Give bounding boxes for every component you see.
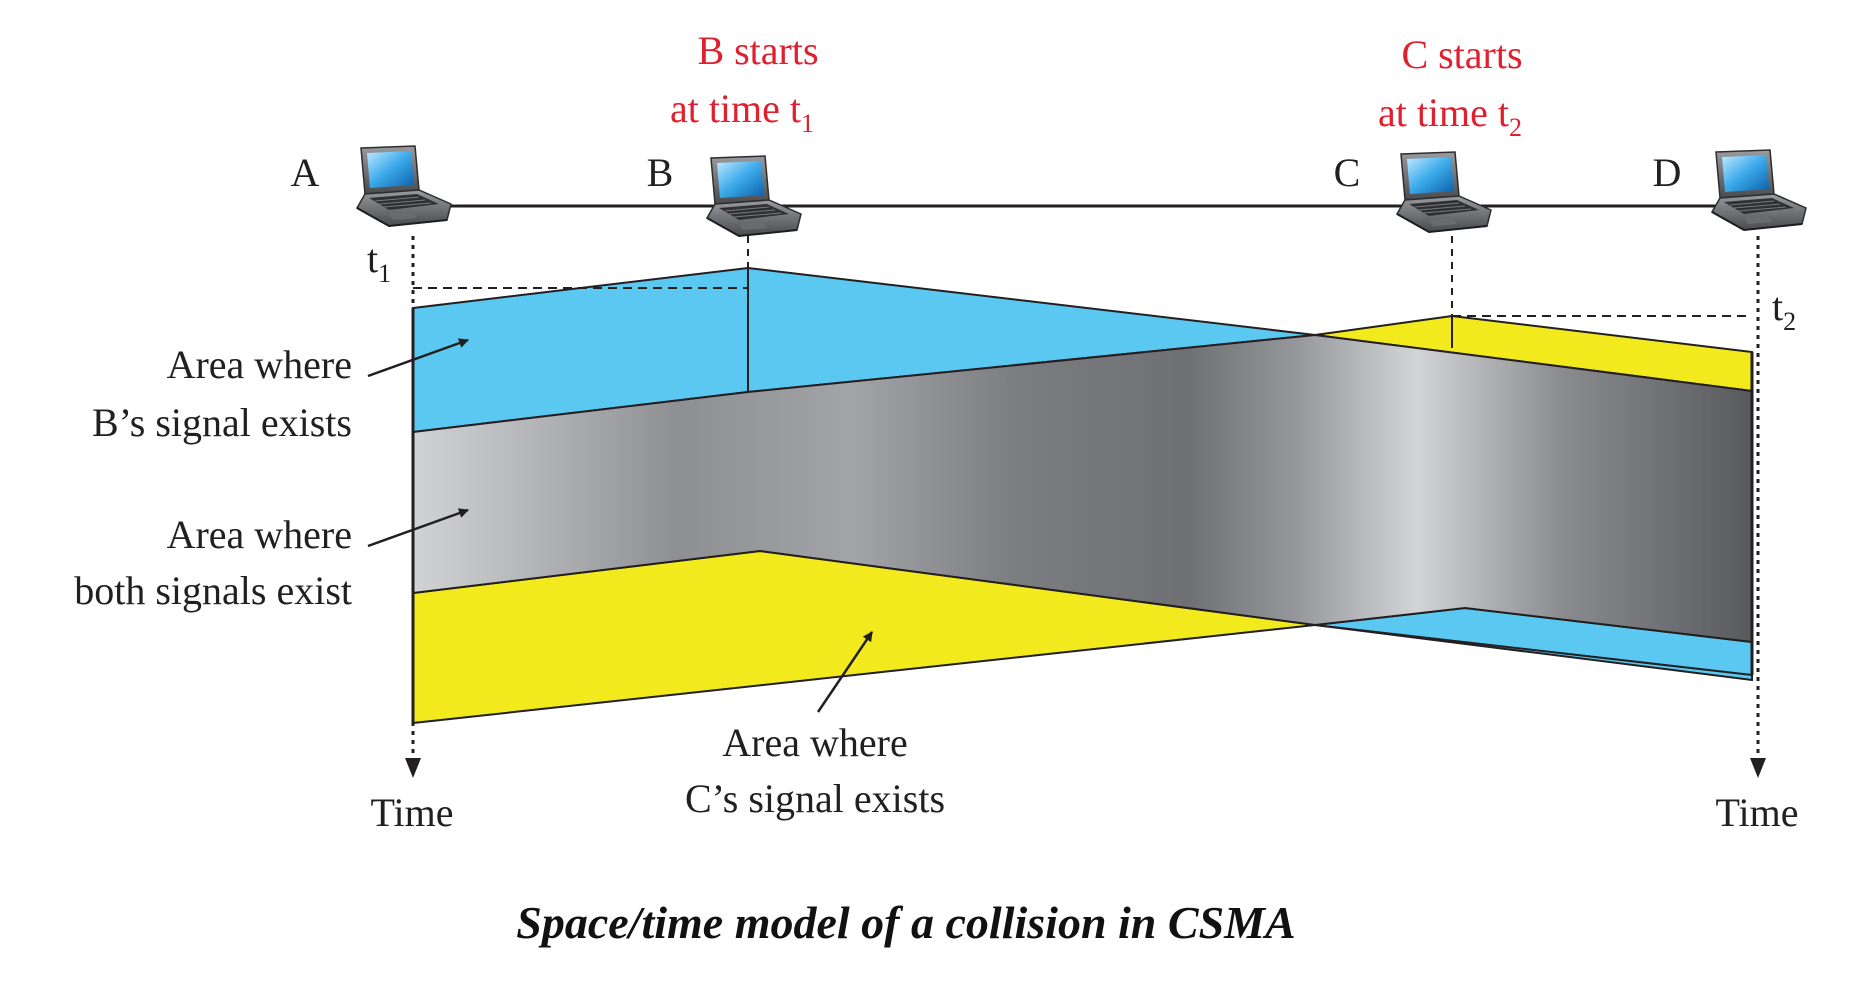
c-start-label-line2: at time t2 [1378,90,1522,142]
t1-marker: t1 [367,236,391,288]
c-start-label-line1: C starts [1401,32,1522,77]
time-axis-left-arrow [405,758,421,778]
laptop-icon [706,155,802,237]
b-signal-area-label-line1: Area where [167,342,352,387]
b-start-label-sub: 1 [801,109,814,138]
t2-marker: t2 [1772,284,1796,336]
b-start-label-line2: at time t1 [670,86,814,138]
b-signal-area-label-line2: B’s signal exists [92,400,352,445]
laptop-icon [356,145,452,227]
time-label-right: Time [1715,790,1798,835]
laptop-icon [1396,151,1492,233]
b-signal-pointer-arrow [367,338,469,378]
c-signal-area-label-line2: C’s signal exists [685,776,945,821]
t2-marker-sub: 2 [1783,307,1796,336]
both-signals-pointer-arrow [367,508,469,548]
station-label-a: A [291,150,320,195]
both-signals-region [412,333,1753,644]
station-label-d: D [1653,150,1682,195]
b-start-label-text: at time t [670,86,801,131]
figure-caption: Space/time model of a collision in CSMA [516,897,1295,948]
station-label-c: C [1334,150,1361,195]
c-signal-pointer-arrow [816,631,874,713]
both-area-label-line1: Area where [167,512,352,557]
both-area-label-line2: both signals exist [74,568,352,613]
t2-marker-base: t [1772,284,1783,329]
b-start-label-line1: B starts [697,28,818,73]
time-label-left: Time [370,790,453,835]
c-start-label-text: at time t [1378,90,1509,135]
t1-marker-base: t [367,236,378,281]
c-signal-area-label-line1: Area where [722,720,907,765]
c-start-label-sub: 2 [1509,113,1522,142]
station-label-b: B [647,150,674,195]
t1-marker-sub: 1 [378,259,391,288]
laptop-icon [1711,149,1807,231]
time-axis-right-arrow [1750,758,1766,778]
